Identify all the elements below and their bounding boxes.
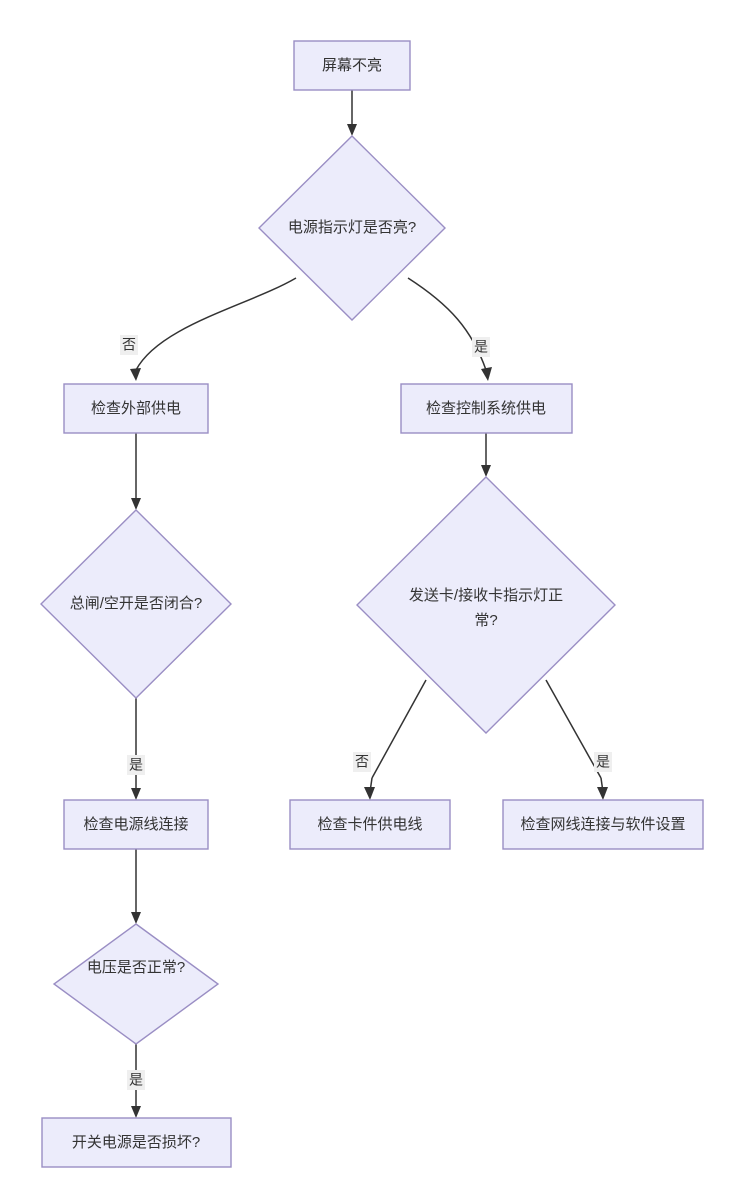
node-label: 检查卡件供电线 — [317, 816, 422, 833]
node-label: 检查网线连接与软件设置 — [520, 816, 685, 833]
edge-line — [371, 679, 427, 779]
edge-n1-n2 — [347, 90, 357, 136]
node-rect[interactable] — [63, 383, 209, 434]
edge-line-tail — [369, 777, 373, 793]
node-decision-power-indicator[interactable]: 电源指示灯是否亮? — [258, 135, 446, 321]
node-label: 开关电源是否损坏? — [72, 1134, 200, 1151]
edge-n2-n3: 否 — [120, 277, 297, 381]
node-layer: 屏幕不亮 电源指示灯是否亮? 检查外部供电 检查控制系统供电 总闸/空开是否闭合… — [40, 40, 704, 1168]
arrow-head-icon — [131, 498, 141, 510]
arrow-head-icon — [131, 1106, 141, 1118]
node-diamond[interactable] — [52, 923, 220, 1045]
arrow-head-icon — [481, 367, 492, 381]
node-check-network-and-software[interactable]: 检查网线连接与软件设置 — [502, 799, 704, 850]
edge-layer: 否 是 是 — [120, 90, 612, 1118]
node-diamond[interactable] — [258, 135, 446, 321]
node-label: 电源指示灯是否亮? — [288, 219, 416, 236]
arrow-head-icon — [347, 124, 357, 136]
node-diamond[interactable] — [40, 509, 232, 699]
edge-label-yes: 是 — [474, 339, 488, 355]
node-label-line2: 常? — [474, 612, 497, 629]
edge-n2-n4: 是 — [407, 277, 492, 381]
edge-n6-n8: 否 — [353, 679, 427, 800]
edge-label-yes: 是 — [596, 754, 610, 770]
node-decision-psu-damaged[interactable]: 开关电源是否损坏? — [41, 1117, 232, 1168]
edge-label-background — [472, 337, 490, 357]
node-rect[interactable] — [502, 799, 704, 850]
edge-label-yes: 是 — [129, 1072, 143, 1088]
edge-n10-n11: 是 — [127, 1044, 145, 1118]
node-diamond[interactable] — [356, 476, 616, 734]
node-rect[interactable] — [400, 383, 573, 434]
edge-n3-n5 — [131, 433, 141, 510]
node-check-control-system-power[interactable]: 检查控制系统供电 — [400, 383, 573, 434]
node-decision-voltage-normal[interactable]: 电压是否正常? — [52, 923, 220, 1045]
node-rect[interactable] — [293, 40, 411, 91]
node-check-external-power[interactable]: 检查外部供电 — [63, 383, 209, 434]
edge-label-no: 否 — [355, 754, 369, 770]
node-label: 发送卡/接收卡指示灯正 — [409, 587, 563, 604]
node-label: 总闸/空开是否闭合? — [70, 595, 203, 612]
edge-line — [407, 277, 487, 371]
node-label: 检查电源线连接 — [83, 816, 188, 833]
node-check-card-power-line[interactable]: 检查卡件供电线 — [289, 799, 451, 850]
node-decision-card-indicators[interactable]: 发送卡/接收卡指示灯正 常? — [356, 476, 616, 734]
arrow-head-icon — [131, 912, 141, 924]
edge-label-yes: 是 — [129, 757, 143, 773]
node-start-screen-dark[interactable]: 屏幕不亮 — [293, 40, 411, 91]
edge-label-background — [353, 752, 371, 772]
edge-label-background — [120, 335, 138, 355]
edge-n5-n7: 是 — [127, 698, 145, 800]
node-label: 屏幕不亮 — [322, 57, 382, 74]
edge-n7-n10 — [131, 849, 141, 924]
edge-label-background — [594, 752, 612, 772]
node-rect[interactable] — [63, 799, 209, 850]
edge-label-background — [127, 755, 145, 775]
arrow-head-icon — [131, 788, 141, 800]
edge-line — [545, 679, 602, 779]
node-label: 电压是否正常? — [87, 959, 185, 976]
node-label: 检查控制系统供电 — [426, 400, 546, 417]
edge-n6-n9: 是 — [545, 679, 612, 800]
arrow-head-icon — [481, 465, 491, 477]
edge-line — [135, 277, 297, 371]
arrow-head-icon — [130, 368, 141, 381]
edge-label-background — [127, 1070, 145, 1090]
node-check-power-cable[interactable]: 检查电源线连接 — [63, 799, 209, 850]
node-rect[interactable] — [41, 1117, 232, 1168]
edge-label-no: 否 — [122, 337, 136, 353]
node-rect[interactable] — [289, 799, 451, 850]
node-decision-main-breaker[interactable]: 总闸/空开是否闭合? — [40, 509, 232, 699]
arrow-head-icon — [597, 787, 608, 800]
node-label: 检查外部供电 — [91, 400, 181, 417]
edge-n4-n6 — [481, 433, 491, 477]
arrow-head-icon — [364, 787, 375, 800]
